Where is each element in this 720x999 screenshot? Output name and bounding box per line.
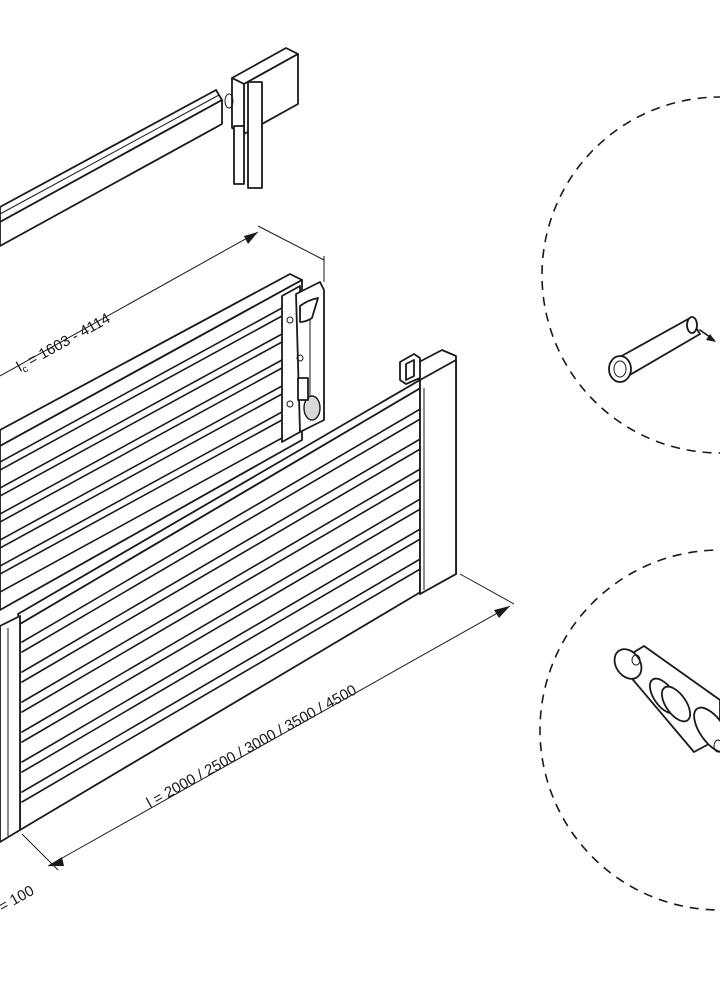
dimension-l [21, 573, 515, 871]
top-rail [0, 47, 299, 247]
front-panel [0, 349, 457, 843]
front-panel-slats [21, 407, 423, 803]
pin-icon [608, 316, 716, 383]
detail-circle-pin [541, 96, 720, 454]
back-panel-slats [0, 307, 283, 593]
dimension-lc-label: lc = 1603 - 4114 [14, 310, 115, 377]
dimension-lc [0, 225, 325, 377]
stud-icon [613, 645, 720, 754]
back-panel [0, 273, 325, 611]
detail-circle-stud [539, 549, 720, 911]
dimension-h-label: = 100 [0, 882, 37, 915]
